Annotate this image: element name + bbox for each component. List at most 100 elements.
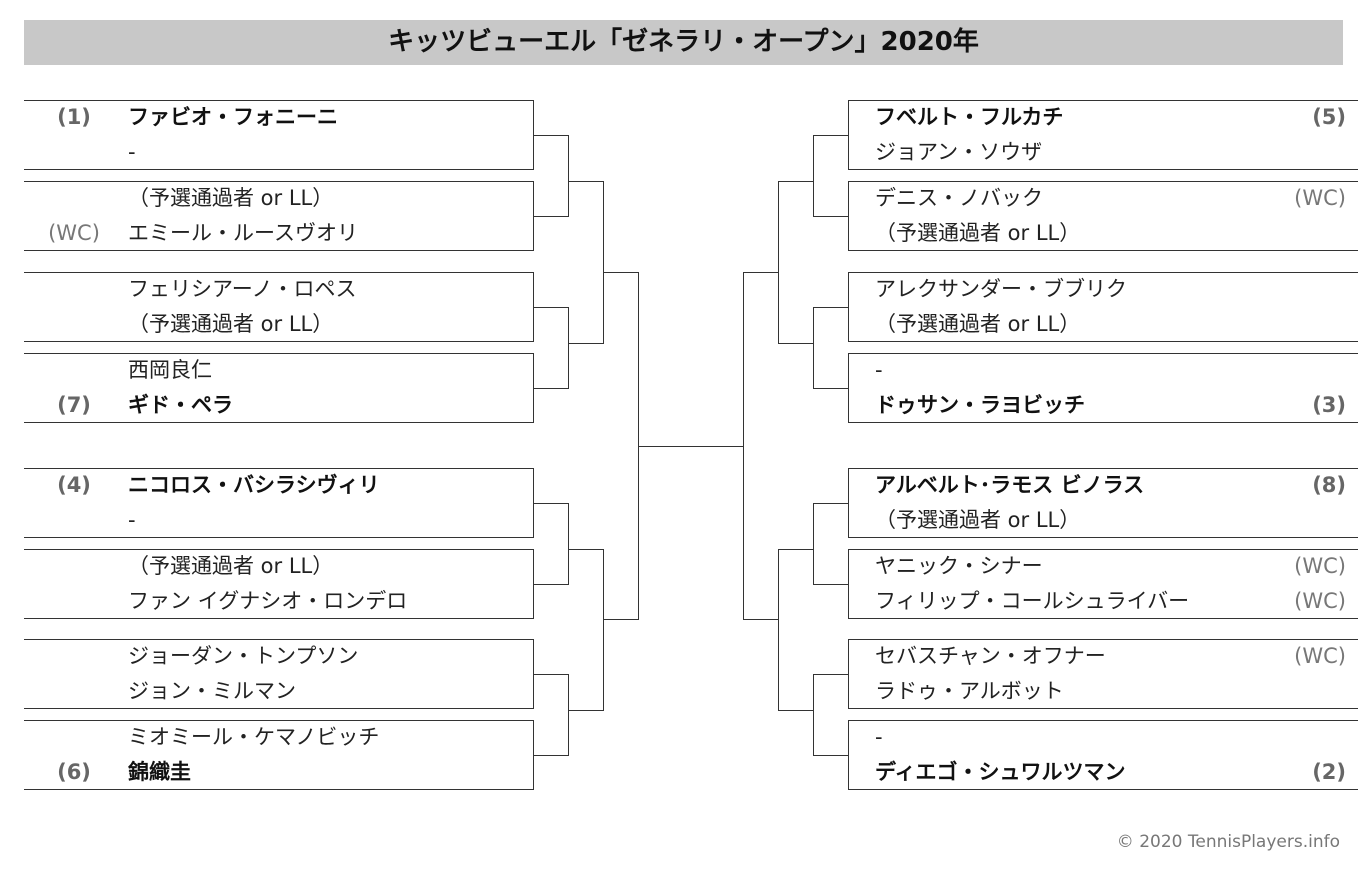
connector-h bbox=[568, 549, 603, 550]
player-name: （予選通過者 or LL） bbox=[128, 312, 334, 336]
connector-v bbox=[813, 503, 814, 585]
player-name: アルベルト･ラモス ビノラス bbox=[875, 473, 1145, 497]
player-row: (WC)ヤニック・シナー bbox=[849, 550, 1358, 585]
player-name: （予選通過者 or LL） bbox=[128, 554, 334, 578]
player-row: フェリシアーノ・ロペス bbox=[24, 273, 533, 308]
connector-h bbox=[813, 388, 848, 389]
connector-v bbox=[778, 549, 779, 711]
player-row: 西岡良仁 bbox=[24, 354, 533, 389]
player-row: (WC) フィリップ・コールシュライバー bbox=[849, 585, 1358, 620]
player-row: ミオミール・ケマノビッチ bbox=[24, 721, 533, 756]
player-row: - bbox=[849, 721, 1358, 756]
player-row: (5)フベルト・フルカチ bbox=[849, 101, 1358, 136]
connector-h bbox=[603, 272, 638, 273]
player-row: ファン イグナシオ・ロンデロ bbox=[24, 585, 533, 620]
copyright-text: © 2020 TennisPlayers.info bbox=[1116, 832, 1340, 852]
connector-h bbox=[533, 503, 568, 504]
connector-h bbox=[813, 307, 848, 308]
right-match-5: (8)アルベルト･ラモス ビノラス（予選通過者 or LL） bbox=[848, 468, 1358, 538]
player-row: ジョアン・ソウザ bbox=[849, 136, 1358, 171]
connector-h bbox=[533, 388, 568, 389]
player-row: (1)ファビオ・フォニーニ bbox=[24, 101, 533, 136]
connector-h bbox=[813, 755, 848, 756]
player-name: - bbox=[128, 508, 136, 532]
player-row: (8) アルベルト･ラモス ビノラス bbox=[849, 469, 1358, 504]
title-bar: キッツビューエル「ゼネラリ・オープン」2020年 bbox=[24, 20, 1343, 65]
player-name: ジョーダン・トンプソン bbox=[128, 644, 359, 668]
right-match-3: アレクサンダー・ブブリク （予選通過者 or LL） bbox=[848, 272, 1358, 342]
player-name: フィリップ・コールシュライバー bbox=[875, 589, 1190, 613]
connector-h bbox=[568, 710, 603, 711]
player-name: ミオミール・ケマノビッチ bbox=[128, 725, 380, 749]
connector-h bbox=[778, 343, 813, 344]
player-name: 錦織圭 bbox=[128, 760, 191, 784]
right-match-4: - (3)ドゥサン・ラヨビッチ bbox=[848, 353, 1358, 423]
player-name: （予選通過者 or LL） bbox=[128, 186, 334, 210]
player-name: - bbox=[875, 358, 883, 382]
seed-label: (WC) bbox=[1294, 589, 1346, 613]
player-name: （予選通過者 or LL） bbox=[875, 221, 1081, 245]
player-row: (2)ディエゴ・シュワルツマン bbox=[849, 756, 1358, 791]
left-match-3: フェリシアーノ・ロペス （予選通過者 or LL） bbox=[24, 272, 534, 342]
left-match-6: （予選通過者 or LL） ファン イグナシオ・ロンデロ bbox=[24, 549, 534, 619]
player-name: ジョアン・ソウザ bbox=[875, 140, 1043, 164]
seed-label: (WC) bbox=[1294, 554, 1346, 578]
player-row: (WC)セバスチャン・オフナー bbox=[849, 640, 1358, 675]
player-row: （予選通過者 or LL） bbox=[24, 550, 533, 585]
connector-h bbox=[533, 216, 568, 217]
player-row: - bbox=[24, 136, 533, 171]
connector-v bbox=[568, 307, 569, 389]
right-match-2: (WC)デニス・ノバック （予選通過者 or LL） bbox=[848, 181, 1358, 251]
player-name: エミール・ルースヴオリ bbox=[128, 221, 358, 245]
connector-v bbox=[778, 181, 779, 344]
player-name: セバスチャン・オフナー bbox=[875, 644, 1106, 668]
seed-label: (8) bbox=[1312, 473, 1346, 497]
connector-h bbox=[778, 181, 813, 182]
seed-label: (WC) bbox=[48, 221, 100, 245]
player-name: ファン イグナシオ・ロンデロ bbox=[128, 589, 408, 613]
player-name: フベルト・フルカチ bbox=[875, 105, 1064, 129]
connector-v bbox=[603, 549, 604, 711]
connector-h bbox=[533, 584, 568, 585]
player-row: ラドゥ・アルボット bbox=[849, 675, 1358, 710]
final-connector bbox=[638, 446, 744, 447]
player-row: (4)ニコロス・バシラシヴィリ bbox=[24, 469, 533, 504]
player-name: ジョン・ミルマン bbox=[128, 679, 296, 703]
connector-h bbox=[778, 549, 813, 550]
player-row: ジョーダン・トンプソン bbox=[24, 640, 533, 675]
player-name: - bbox=[875, 725, 883, 749]
connector-h bbox=[743, 272, 778, 273]
player-row: (WC) エミール・ルースヴオリ bbox=[24, 217, 533, 252]
connector-h bbox=[813, 503, 848, 504]
player-row: (6) 錦織圭 bbox=[24, 756, 533, 791]
connector-h bbox=[813, 674, 848, 675]
connector-h bbox=[568, 181, 603, 182]
player-name: フェリシアーノ・ロペス bbox=[128, 277, 357, 301]
player-name: ラドゥ・アルボット bbox=[875, 679, 1064, 703]
player-name: 西岡良仁 bbox=[128, 358, 212, 382]
player-row: (7)ギド・ペラ bbox=[24, 389, 533, 424]
left-match-8: ミオミール・ケマノビッチ (6) 錦織圭 bbox=[24, 720, 534, 790]
player-row: (WC)デニス・ノバック bbox=[849, 182, 1358, 217]
right-match-7: (WC)セバスチャン・オフナーラドゥ・アルボット bbox=[848, 639, 1358, 709]
left-match-2: （予選通過者 or LL） (WC) エミール・ルースヴオリ bbox=[24, 181, 534, 251]
player-row: アレクサンダー・ブブリク bbox=[849, 273, 1358, 308]
connector-h bbox=[533, 307, 568, 308]
player-row: (3)ドゥサン・ラヨビッチ bbox=[849, 389, 1358, 424]
right-match-8: - (2)ディエゴ・シュワルツマン bbox=[848, 720, 1358, 790]
connector-h bbox=[743, 619, 778, 620]
connector-h bbox=[813, 584, 848, 585]
player-row: （予選通過者 or LL） bbox=[849, 308, 1358, 343]
seed-label: (6) bbox=[57, 760, 91, 784]
connector-h bbox=[813, 135, 848, 136]
connector-h bbox=[603, 619, 638, 620]
player-row: （予選通過者 or LL） bbox=[24, 182, 533, 217]
connector-h bbox=[533, 135, 568, 136]
player-name: ギド・ペラ bbox=[128, 393, 233, 417]
connector-v bbox=[813, 674, 814, 756]
player-name: ディエゴ・シュワルツマン bbox=[875, 760, 1126, 784]
player-name: ファビオ・フォニーニ bbox=[128, 105, 338, 129]
player-name: アレクサンダー・ブブリク bbox=[875, 277, 1127, 301]
seed-label: (WC) bbox=[1294, 186, 1346, 210]
page-title: キッツビューエル「ゼネラリ・オープン」2020年 bbox=[388, 27, 979, 57]
